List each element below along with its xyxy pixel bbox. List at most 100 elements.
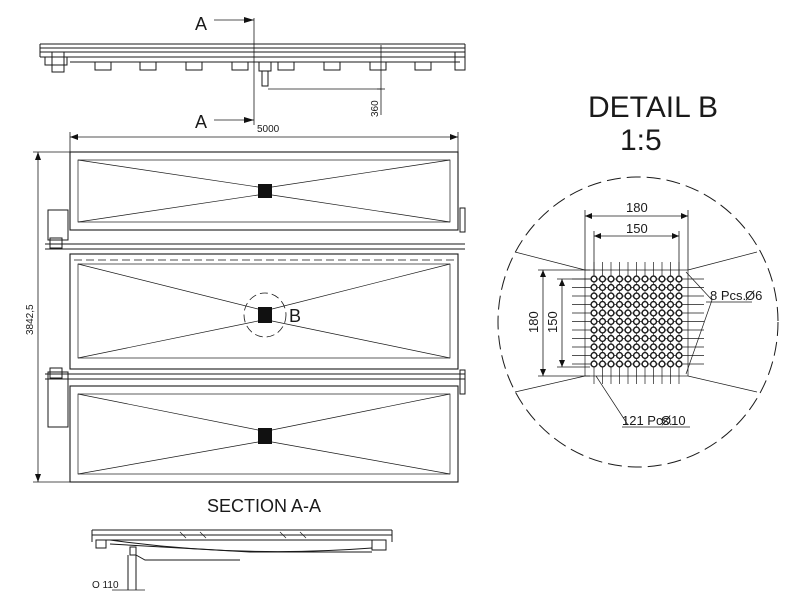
- drain-hole: [658, 309, 666, 317]
- drain-hole: [658, 275, 666, 283]
- drain-hole: [615, 326, 624, 334]
- drain-hole: [641, 283, 649, 292]
- drain-hole: [658, 292, 666, 300]
- drain-hole: [615, 343, 624, 351]
- drain-hole: [598, 275, 607, 283]
- drain-hole: [615, 334, 624, 343]
- drain-hole: [641, 334, 649, 343]
- drain-hole: [590, 300, 598, 309]
- drain-hole: [590, 351, 598, 360]
- drain-hole: [649, 317, 658, 326]
- drain-hole: [675, 275, 683, 283]
- section-a-a-view: O 110: [91, 529, 393, 591]
- drain-hole: [598, 309, 607, 317]
- rail-lower: [45, 373, 465, 380]
- drain-hole: [598, 283, 607, 292]
- drain-hole: [607, 292, 615, 300]
- drain-hole: [649, 275, 658, 283]
- drain-hole: [641, 351, 649, 360]
- grid-outer-width: 180: [626, 200, 648, 215]
- drain-hole: [632, 300, 641, 309]
- drain-hole: [658, 283, 666, 292]
- drain-hole: [658, 343, 666, 351]
- rail-upper: [45, 243, 465, 250]
- drain-hole: [598, 334, 607, 343]
- drain-hole: [615, 317, 624, 326]
- section-title: SECTION A-A: [207, 496, 321, 516]
- drain-hole: [632, 309, 641, 317]
- drain-hole: [598, 343, 607, 351]
- drain-hole: [666, 334, 675, 343]
- drain-hole: [675, 283, 683, 292]
- drain-hole: [590, 309, 598, 317]
- drain-hole: [624, 326, 632, 334]
- drain-hole: [632, 351, 641, 360]
- grid-inner-height: 150: [545, 311, 560, 333]
- drain-hole: [598, 317, 607, 326]
- drain-hole: [666, 360, 675, 368]
- drain-hole: [658, 334, 666, 343]
- drain-hole: [590, 326, 598, 334]
- drain-hole: [624, 334, 632, 343]
- drain-hole: [641, 292, 649, 300]
- drain-hole: [658, 351, 666, 360]
- drain-hole: [607, 300, 615, 309]
- drain-hole: [624, 275, 632, 283]
- drain-hole: [590, 275, 598, 283]
- drain-hole: [641, 300, 649, 309]
- drain-hole: [598, 351, 607, 360]
- drain-hole: [598, 326, 607, 334]
- plan-view: 5000 3842,5: [25, 124, 466, 483]
- drain-hole: [598, 292, 607, 300]
- drain-hole: [598, 360, 607, 368]
- drain-hole: [607, 351, 615, 360]
- drain-hole: [649, 343, 658, 351]
- drain-hole: [658, 300, 666, 309]
- support-blocks: [94, 61, 432, 71]
- large-holes-diameter: Ø10: [661, 413, 686, 428]
- drain-hole: [675, 292, 683, 300]
- panel-bottom: [69, 385, 459, 483]
- drop-height-dimension: 360: [370, 100, 381, 117]
- detail-b-view: 180 150 180 150 8 Pcs. Ø6 121 Pcs. Ø10: [497, 176, 779, 468]
- drain-hole: [649, 360, 658, 368]
- drain-hole: [632, 283, 641, 292]
- drain-hole: [632, 343, 641, 351]
- drain-hole: [666, 351, 675, 360]
- drain-hole: [649, 292, 658, 300]
- drain-hole: [675, 351, 683, 360]
- drain-hole: [649, 351, 658, 360]
- small-holes-diameter: Ø6: [745, 288, 762, 303]
- drain-hole: [632, 292, 641, 300]
- drain-hole: [649, 283, 658, 292]
- drain-hole: [624, 343, 632, 351]
- drain-hole: [624, 317, 632, 326]
- drain-hole: [615, 309, 624, 317]
- drain-hole: [649, 334, 658, 343]
- pipe-diameter-dimension: O 110: [92, 580, 119, 591]
- drain-hole: [615, 351, 624, 360]
- drain-hole: [598, 300, 607, 309]
- drain-grate-top: [258, 184, 272, 198]
- small-holes-count: 8 Pcs.: [710, 288, 746, 303]
- drain-hole: [590, 283, 598, 292]
- overall-width-dimension: 5000: [257, 124, 280, 135]
- grid-inner-width: 150: [626, 221, 648, 236]
- drain-hole: [641, 343, 649, 351]
- drain-hole: [649, 300, 658, 309]
- detail-boundary-circle: [497, 176, 779, 468]
- drain-hole: [641, 317, 649, 326]
- drain-hole: [624, 283, 632, 292]
- drain-grate-middle: [258, 307, 272, 323]
- drain-hole: [675, 317, 683, 326]
- section-arrow-label-bottom: A: [195, 112, 207, 132]
- drain-hole: [675, 326, 683, 334]
- drain-hole: [666, 275, 675, 283]
- drain-hole: [590, 343, 598, 351]
- drain-hole: [649, 326, 658, 334]
- drain-hole: [666, 300, 675, 309]
- drain-hole: [607, 343, 615, 351]
- drain-hole: [675, 360, 683, 368]
- drain-hole: [624, 300, 632, 309]
- drain-hole: [641, 326, 649, 334]
